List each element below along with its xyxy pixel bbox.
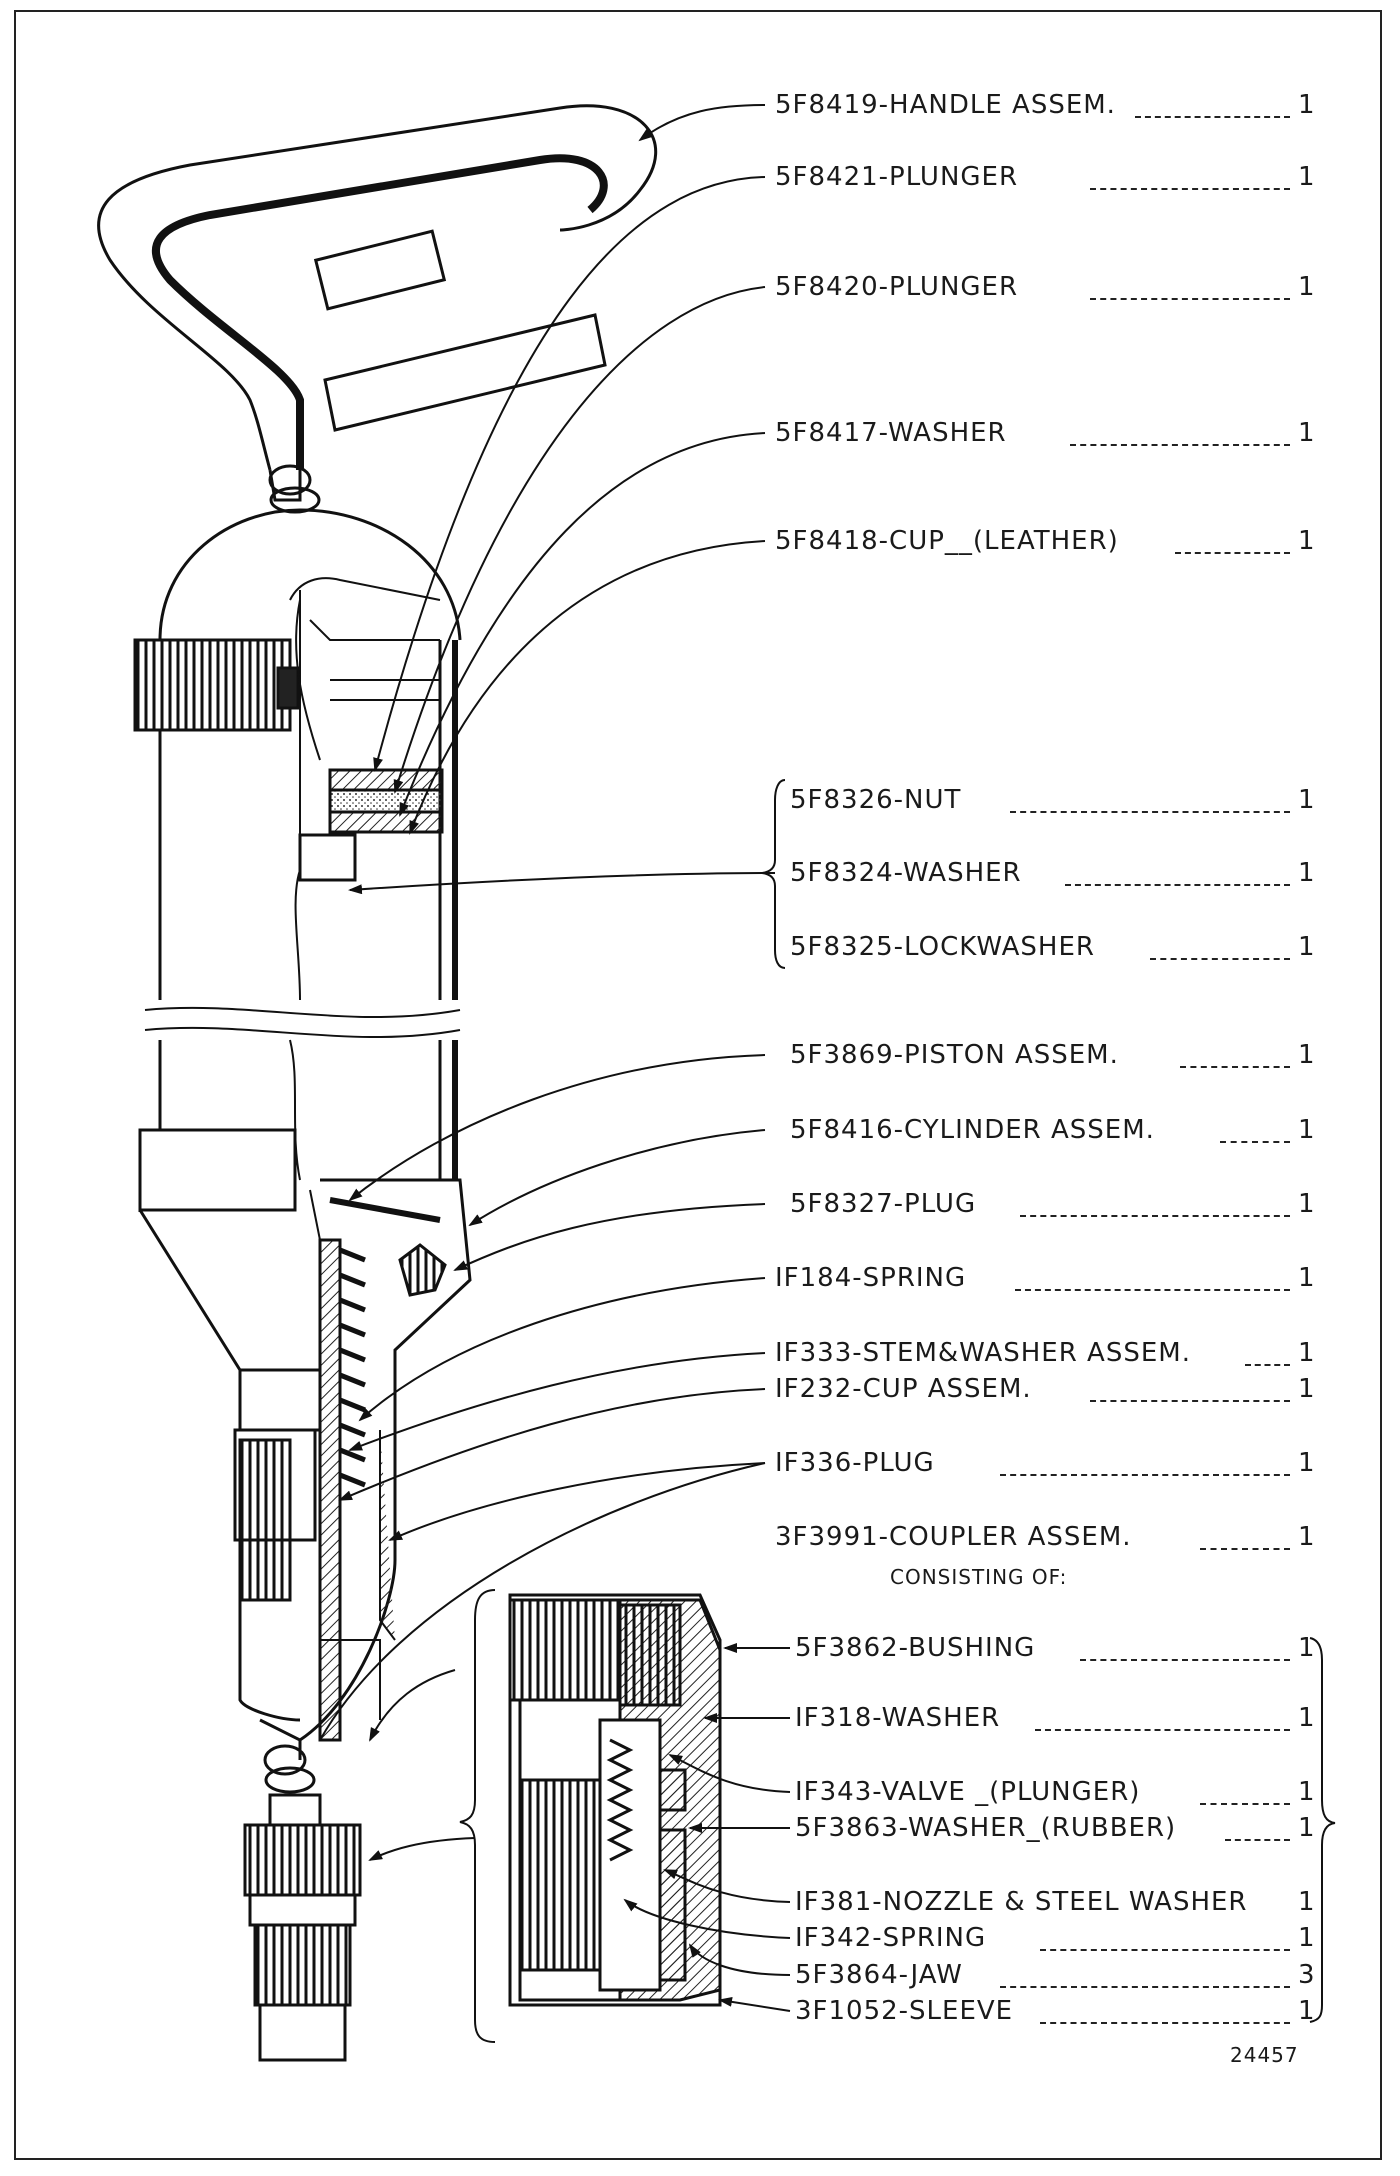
coupler-cutaway-drawing [508,1593,722,2007]
part-qty: 1 [1298,1448,1315,1478]
part-label-5f8327: 5F8327-PLUG [790,1189,977,1219]
part-label-5f8419: 5F8419-HANDLE ASSEM. [775,90,1116,120]
leader-dash [1200,1803,1290,1805]
part-label-5f8421: 5F8421-PLUNGER [775,162,1019,192]
leader-dash [1200,1548,1290,1550]
leader-dash [1090,298,1290,300]
part-qty: 1 [1298,1189,1315,1219]
part-qty: 1 [1298,932,1315,962]
leader-lines [319,104,791,2012]
coupler-part-5f3864: 5F3864-JAW [795,1960,963,1990]
coupler-small-drawing [243,1793,362,2062]
part-qty: 1 [1298,1887,1315,1917]
part-qty: 1 [1298,1996,1315,2026]
coupler-part-5f3863: 5F3863-WASHER_(RUBBER) [795,1813,1177,1843]
leader-dash [1090,188,1290,190]
part-qty: 3 [1298,1960,1315,1990]
consisting-of-label: CONSISTING OF: [890,1565,1068,1589]
leader-dash [1020,1215,1290,1217]
handle-drawing [97,104,658,514]
part-qty: 1 [1298,526,1315,556]
leader-dash [1040,1949,1290,1951]
leader-dash [1035,1729,1290,1731]
leader-dash [1000,1474,1290,1476]
leader-dash [1010,811,1290,813]
coupler-part-if342: IF342-SPRING [795,1923,987,1953]
part-qty: 1 [1298,858,1315,888]
coupler-part-if343: IF343-VALVE _(PLUNGER) [795,1777,1141,1807]
leader-dash [1150,958,1290,960]
part-qty: 1 [1298,1522,1315,1552]
part-label-5f8416: 5F8416-CYLINDER ASSEM. [790,1115,1155,1145]
part-label-5f8324: 5F8324-WASHER [790,858,1022,888]
leader-dash [1245,1364,1290,1366]
page-border [14,10,1382,2160]
part-qty: 1 [1298,1263,1315,1293]
part-qty: 1 [1298,1633,1315,1663]
leader-dash [1015,1289,1290,1291]
part-qty: 1 [1298,272,1315,302]
part-qty: 1 [1298,1703,1315,1733]
leader-dash [1225,1839,1290,1841]
part-label-if333: IF333-STEM&WASHER ASSEM. [775,1338,1191,1368]
part-label-if336: IF336-PLUG [775,1448,935,1478]
part-qty: 1 [1298,1813,1315,1843]
part-qty: 1 [1298,785,1315,815]
part-qty: 1 [1298,418,1315,448]
part-qty: 1 [1298,1777,1315,1807]
part-label-if232: IF232-CUP ASSEM. [775,1374,1032,1404]
part-label-5f8417: 5F8417-WASHER [775,418,1007,448]
part-label-5f8418: 5F8418-CUP__(LEATHER) [775,526,1119,556]
part-qty: 1 [1298,1040,1315,1070]
leader-dash [1065,884,1290,886]
leader-dash [1040,2022,1290,2024]
part-qty: 1 [1298,1338,1315,1368]
part-label-5f3869: 5F3869-PISTON ASSEM. [790,1040,1119,1070]
coupler-part-3f1052: 3F1052-SLEEVE [795,1996,1014,2026]
part-qty: 1 [1298,90,1315,120]
coupler-part-if318: IF318-WASHER [795,1703,1001,1733]
figure-number: 24457 [1230,2043,1299,2067]
part-label-if184: IF184-SPRING [775,1263,967,1293]
leader-dash [1180,1066,1290,1068]
leader-dash [1220,1141,1290,1143]
part-qty: 1 [1298,1923,1315,1953]
part-qty: 1 [1298,1374,1315,1404]
leader-dash [1135,116,1290,118]
part-label-3f3991: 3F3991-COUPLER ASSEM. [775,1522,1132,1552]
part-qty: 1 [1298,1115,1315,1145]
part-label-5f8325: 5F8325-LOCKWASHER [790,932,1095,962]
leader-dash [1000,1986,1290,1988]
part-label-5f8420: 5F8420-PLUNGER [775,272,1019,302]
leader-dash [1175,552,1290,554]
part-qty: 1 [1298,162,1315,192]
leader-dash [1090,1400,1290,1402]
leader-dash [1080,1659,1290,1661]
leader-dash [1070,444,1290,446]
coupler-part-5f3862: 5F3862-BUSHING [795,1633,1036,1663]
coupler-part-if381: IF381-NOZZLE & STEEL WASHER [795,1887,1248,1917]
part-label-5f8326: 5F8326-NUT [790,785,962,815]
